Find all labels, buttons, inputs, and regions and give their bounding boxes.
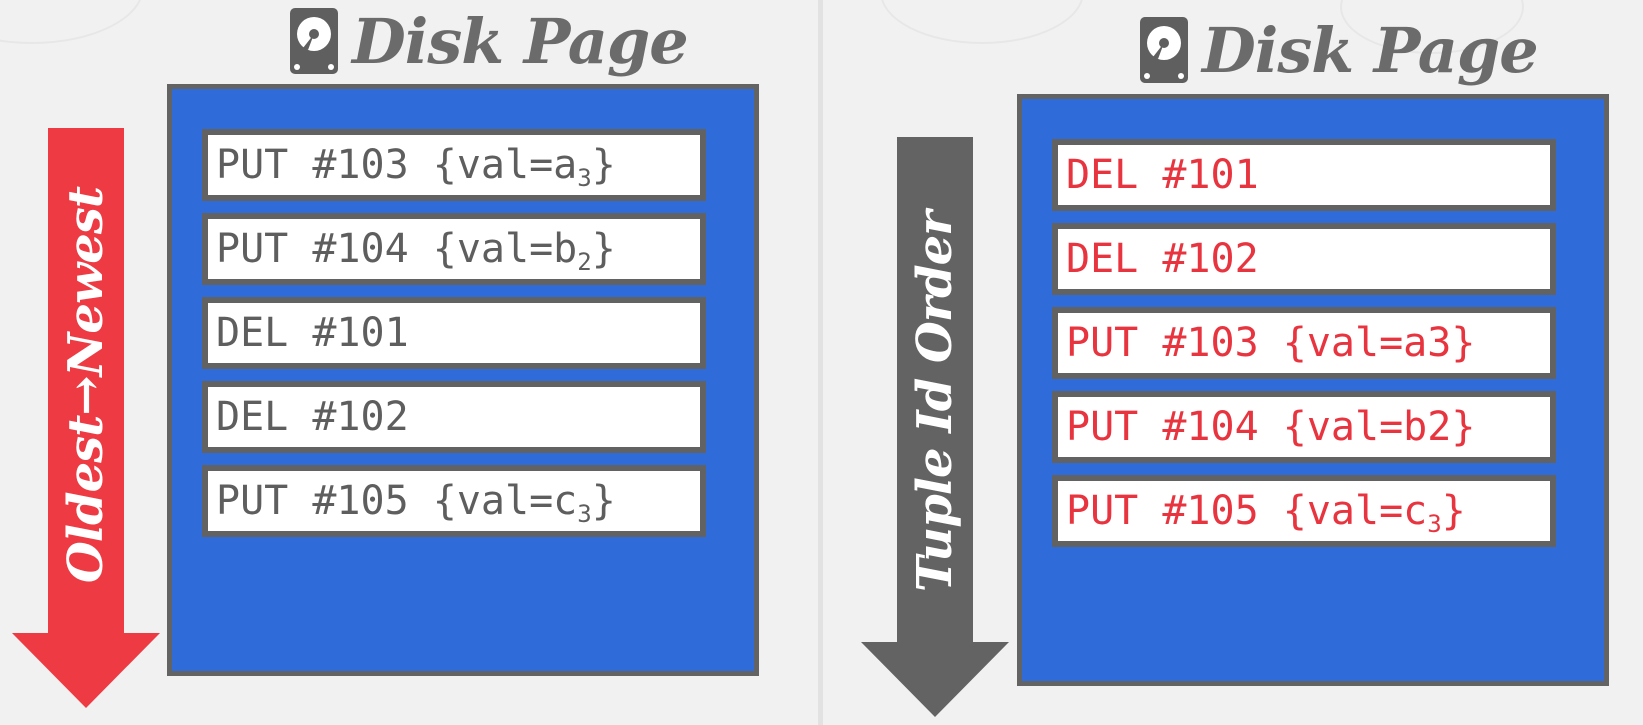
panel-divider <box>818 0 823 725</box>
left-disk-page: PUT #103 {val=a3} PUT #104 {val=b2} DEL … <box>167 84 759 676</box>
record-subscript: 3 <box>577 500 592 528</box>
record-tail: } <box>1441 488 1466 534</box>
tuple-id-order-arrow <box>861 137 1009 717</box>
left-record-2: PUT #104 {val=b2} <box>202 213 706 285</box>
right-panel: Disk Page Tuple Id Order DEL #101 DEL #1… <box>823 0 1643 725</box>
tuple-id-order-label: Tuple Id Order <box>907 211 963 592</box>
left-record-4: DEL #102 <box>202 381 706 453</box>
record-subscript: 3 <box>1427 510 1442 538</box>
record-tail: } <box>591 142 616 188</box>
right-record-4: PUT #104 {val=b2} <box>1052 391 1556 463</box>
hard-disk-icon <box>1140 17 1188 83</box>
right-record-3: PUT #103 {val=a3} <box>1052 307 1556 379</box>
right-title-text: Disk Page <box>1202 13 1539 87</box>
record-text: DEL #101 <box>1066 152 1259 198</box>
arrow-shape <box>861 137 1009 717</box>
left-record-1: PUT #103 {val=a3} <box>202 129 706 201</box>
record-text: PUT #105 {val=c <box>1066 488 1428 534</box>
record-text: PUT #103 {val=a3} <box>1066 320 1476 366</box>
record-text: PUT #104 {val=b <box>216 226 578 272</box>
record-tail: } <box>591 226 616 272</box>
record-text: PUT #103 {val=a <box>216 142 578 188</box>
left-title-text: Disk Page <box>352 4 689 78</box>
oldest-newest-arrow <box>12 128 160 708</box>
right-disk-page: DEL #101 DEL #102 PUT #103 {val=a3} PUT … <box>1017 94 1609 686</box>
record-tail: } <box>591 478 616 524</box>
record-text: DEL #102 <box>1066 236 1259 282</box>
record-subscript: 2 <box>577 248 592 276</box>
right-record-1: DEL #101 <box>1052 139 1556 211</box>
record-subscript: 3 <box>577 164 592 192</box>
record-text: PUT #105 {val=c <box>216 478 578 524</box>
right-page-title: Disk Page <box>1140 13 1539 87</box>
arrow-shape <box>12 128 160 708</box>
right-record-5: PUT #105 {val=c3} <box>1052 475 1556 547</box>
record-text: DEL #102 <box>216 394 409 440</box>
left-record-3: DEL #101 <box>202 297 706 369</box>
right-record-2: DEL #102 <box>1052 223 1556 295</box>
record-text: DEL #101 <box>216 310 409 356</box>
left-page-title: Disk Page <box>290 4 689 78</box>
oldest-newest-label: Oldest→Newest <box>58 186 114 583</box>
left-panel: Disk Page Oldest→Newest PUT #103 {val=a3… <box>0 0 818 725</box>
record-text: PUT #104 {val=b2} <box>1066 404 1476 450</box>
left-record-5: PUT #105 {val=c3} <box>202 465 706 537</box>
hard-disk-icon <box>290 8 338 74</box>
